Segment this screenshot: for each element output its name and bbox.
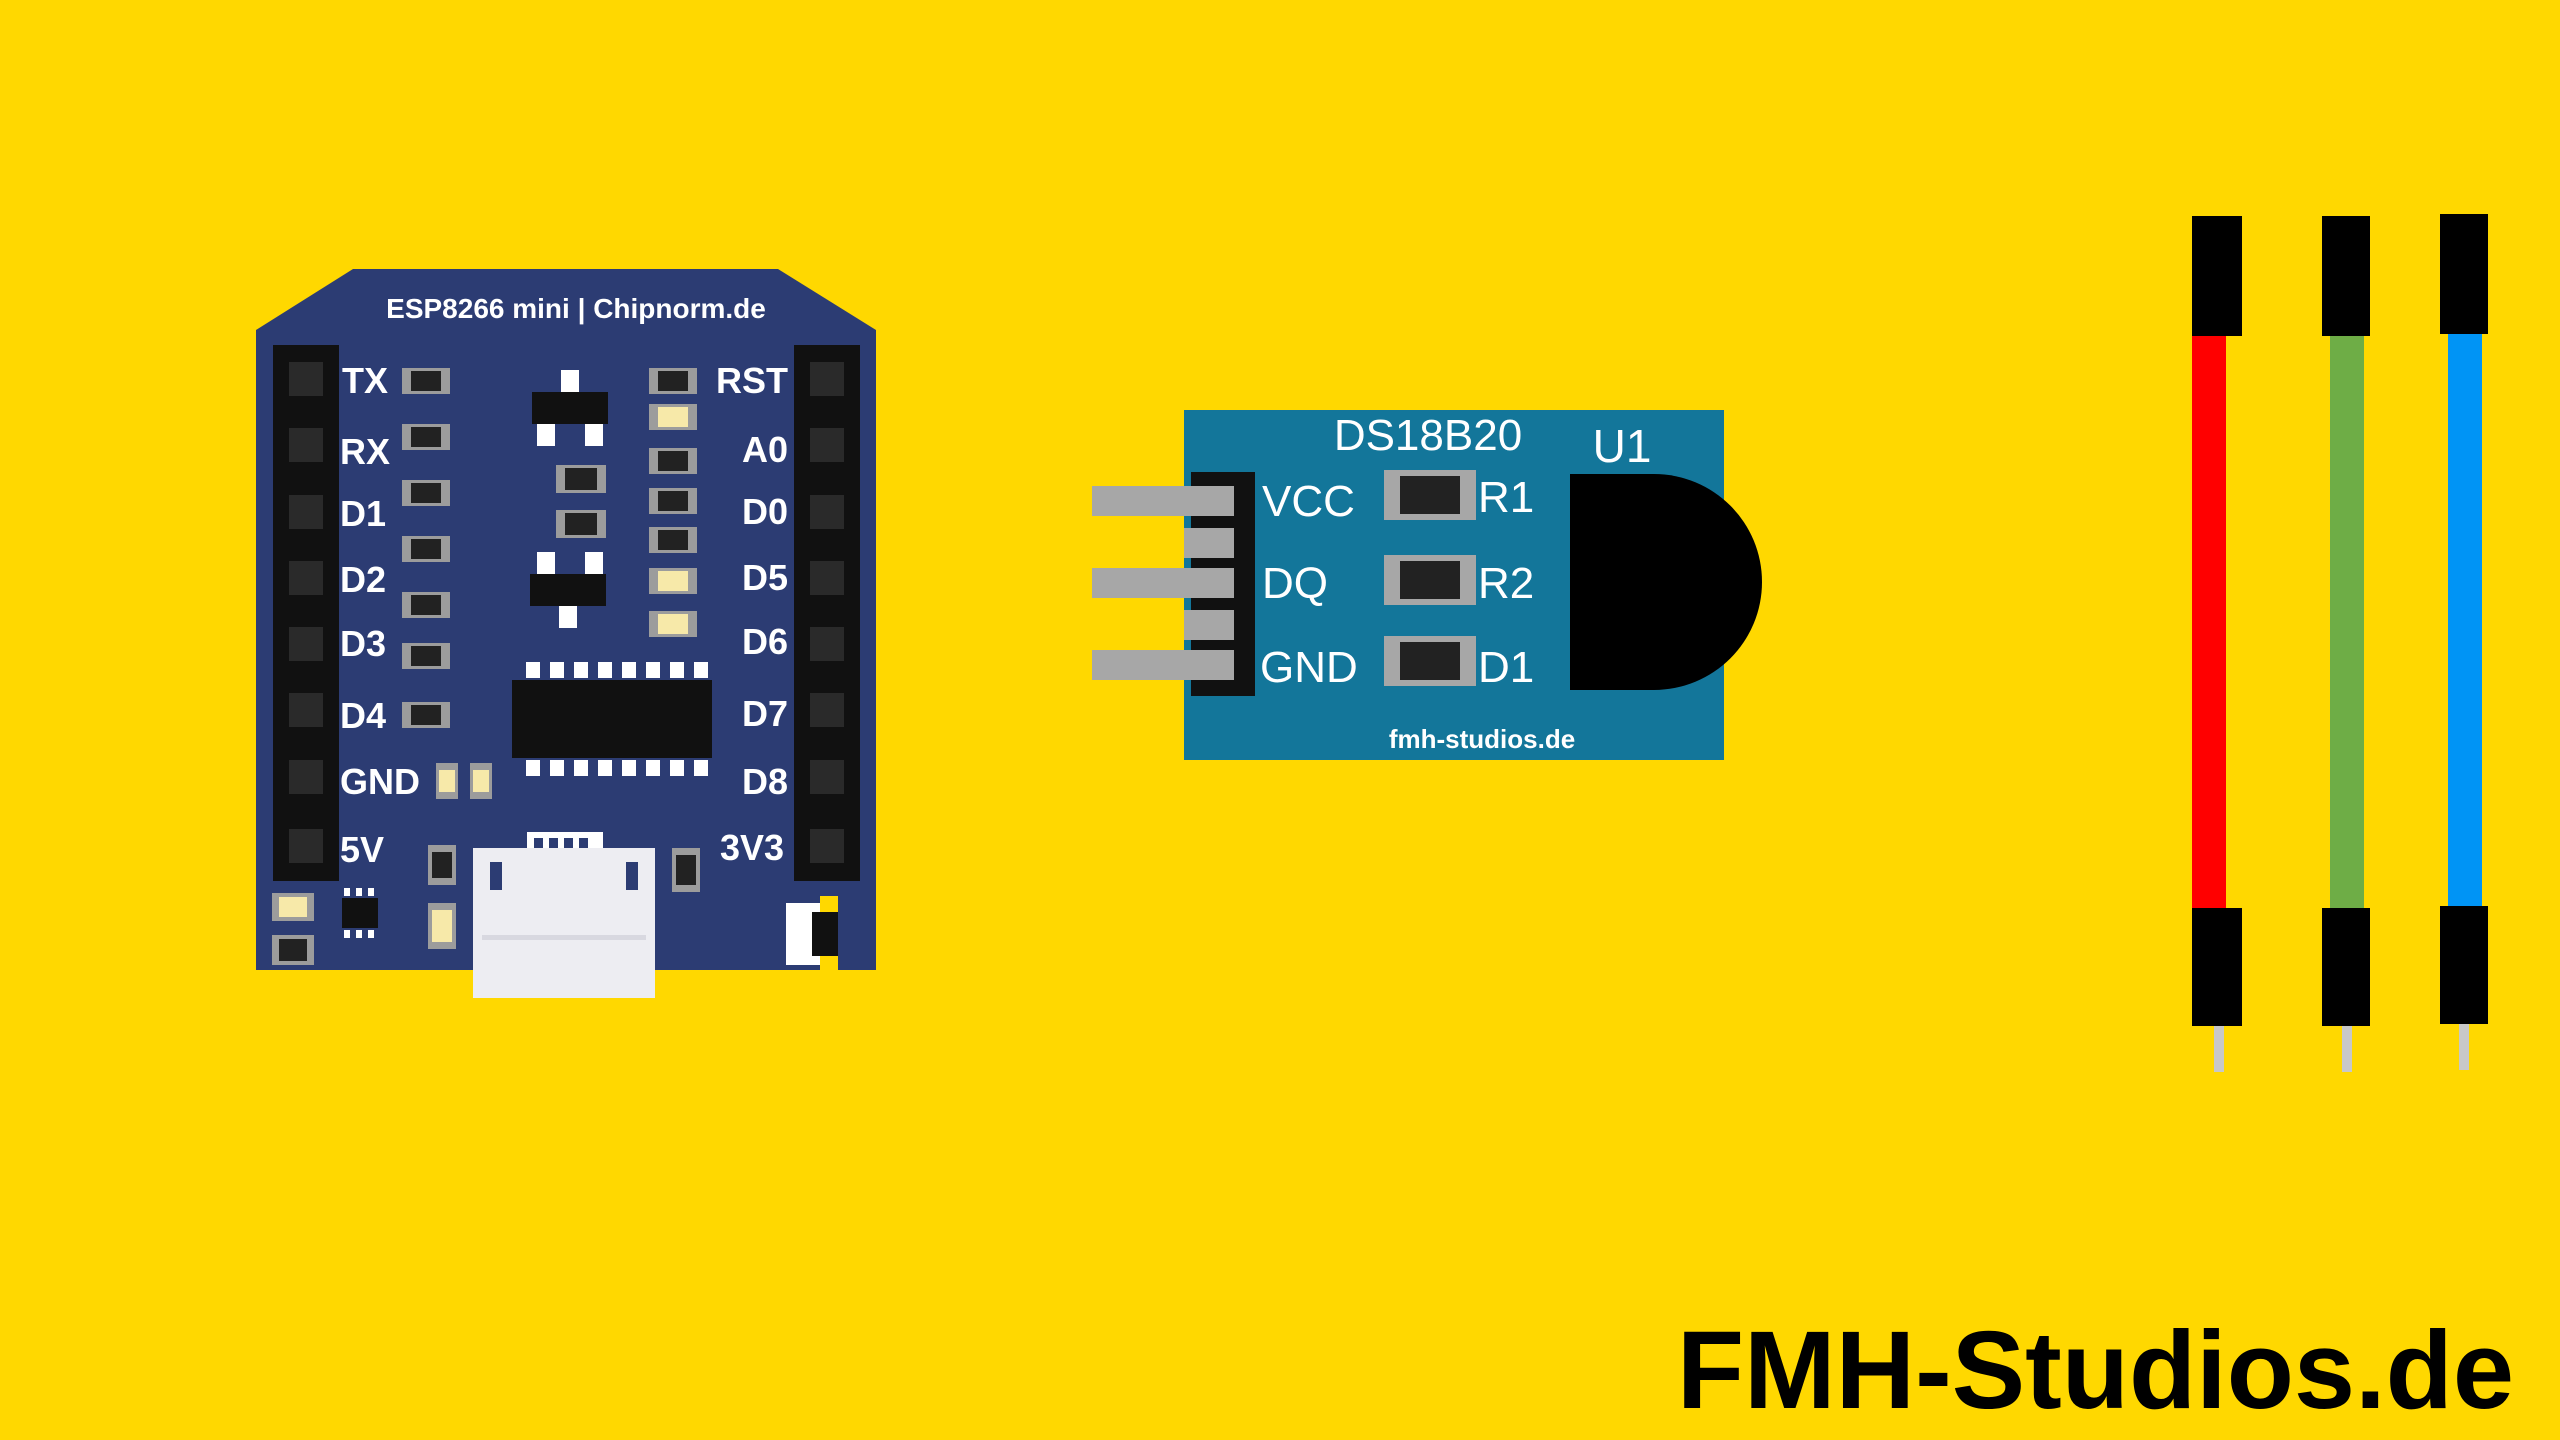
esp-pin-label-d1: D1 [340,493,386,534]
reset-button [786,896,838,972]
temperature-sensor-body [1570,474,1762,690]
ds-resistor-r2 [1384,555,1476,605]
ds-resistor-r1 [1384,470,1476,520]
ds18b20-module: DS18B20 U1 VCC DQ GND R1 R2 D1 fmh-studi… [1092,410,1762,760]
esp-pin-label-d7: D7 [742,693,788,734]
ds-component-label-r1: R1 [1478,473,1534,522]
ds-sensor-label: U1 [1593,420,1652,472]
esp-pin-label-d2: D2 [340,559,386,600]
transistor-top [532,370,608,446]
esp-smd-right [649,368,697,637]
esp-small-ic [342,888,378,938]
esp-pin-label-d5: D5 [742,557,788,598]
ds-pin-label-vcc: VCC [1262,477,1355,526]
transistor-middle [530,552,606,628]
esp-smd-center [556,465,606,538]
esp-title: ESP8266 mini | Chipnorm.de [386,293,766,324]
ds-component-label-d1: D1 [1478,643,1534,692]
esp-pin-label-d4: D4 [340,695,386,736]
esp8266-board: ESP8266 mini | Chipnorm.de TX [256,269,876,998]
ds-title: DS18B20 [1334,411,1522,460]
ds-footer: fmh-studios.de [1389,724,1575,754]
blue-wire [2440,214,2488,1070]
brand-logo-text: FMH-Studios.de [1677,1309,2514,1432]
esp-ic-chip [512,662,712,776]
esp-pin-label-tx: TX [342,360,388,401]
esp-pin-label-d0: D0 [742,491,788,532]
ds-diode-d1 [1384,636,1476,686]
green-wire [2322,216,2370,1072]
esp-pin-label-d3: D3 [340,623,386,664]
ds-component-label-r2: R2 [1478,559,1534,608]
esp-leds-gnd [436,763,492,799]
esp-right-header [794,345,860,881]
esp-pin-label-3v3: 3V3 [720,827,784,868]
esp-left-header [273,345,339,881]
esp-pin-label-rst: RST [716,360,788,401]
esp-pin-label-d6: D6 [742,621,788,662]
red-wire [2192,216,2242,1072]
ds-pin-label-gnd: GND [1260,643,1358,692]
esp-smd-left [402,368,450,728]
esp-bottom-parts [272,845,700,965]
esp-pin-label-a0: A0 [742,429,788,470]
usb-connector [473,832,655,998]
ds-pin-label-dq: DQ [1262,559,1328,608]
esp-pin-label-gnd: GND [340,761,420,802]
esp-pin-label-5v: 5V [340,829,384,870]
esp-pin-label-rx: RX [340,431,390,472]
esp-pin-label-d8: D8 [742,761,788,802]
